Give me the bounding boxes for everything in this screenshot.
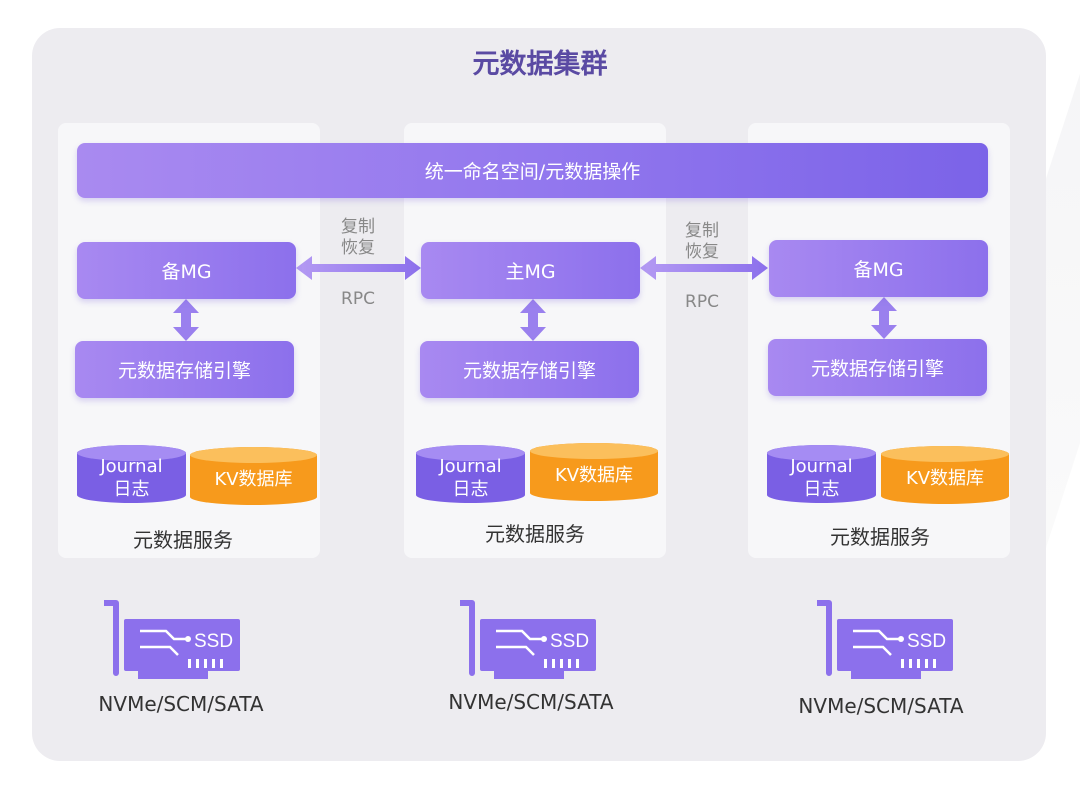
storage-engine-left: 元数据存储引擎 (75, 341, 294, 398)
ssd-card-icon-right: SSD (814, 599, 957, 679)
replication-label-right: 复制 恢复 (685, 221, 719, 262)
ssd-text-left: SSD (194, 631, 233, 652)
service-label-center: 元数据服务 (485, 522, 585, 546)
vertical-arrow-center (520, 299, 546, 341)
storage-engine-center: 元数据存储引擎 (420, 341, 639, 398)
kv-db-right: KV数据库 (881, 446, 1009, 504)
vertical-arrow-right (871, 297, 897, 339)
device-label-right: NVMe/SCM/SATA (798, 694, 964, 718)
ssd-text-right: SSD (907, 631, 946, 652)
replication-arrow-right (640, 256, 768, 280)
journal-db-left: Journal 日志 (77, 445, 186, 503)
kv-db-center: KV数据库 (530, 443, 658, 501)
ssd-card-icon-center: SSD (457, 599, 600, 679)
storage-engine-right: 元数据存储引擎 (768, 339, 987, 396)
cluster-title: 元数据集群 (472, 49, 608, 80)
standby-mg-right: 备MG (769, 240, 988, 297)
journal-db-center: Journal 日志 (416, 445, 525, 503)
device-label-left: NVMe/SCM/SATA (98, 692, 264, 716)
vertical-arrow-left (173, 299, 199, 341)
journal-db-right: Journal 日志 (767, 445, 876, 503)
rpc-label-right: RPC (685, 292, 719, 312)
ssd-card-icon-left: SSD (101, 599, 244, 679)
service-label-left: 元数据服务 (133, 528, 233, 552)
replication-label-left: 复制 恢复 (341, 217, 375, 258)
replication-arrow-left (296, 256, 421, 280)
device-label-center: NVMe/SCM/SATA (448, 690, 614, 714)
unified-namespace-bar: 统一命名空间/元数据操作 (77, 143, 988, 198)
primary-mg: 主MG (421, 242, 640, 299)
rpc-label-left: RPC (341, 289, 375, 309)
standby-mg-left: 备MG (77, 242, 296, 299)
kv-db-left: KV数据库 (190, 447, 317, 505)
ssd-text-center: SSD (550, 631, 589, 652)
service-label-right: 元数据服务 (830, 525, 930, 549)
